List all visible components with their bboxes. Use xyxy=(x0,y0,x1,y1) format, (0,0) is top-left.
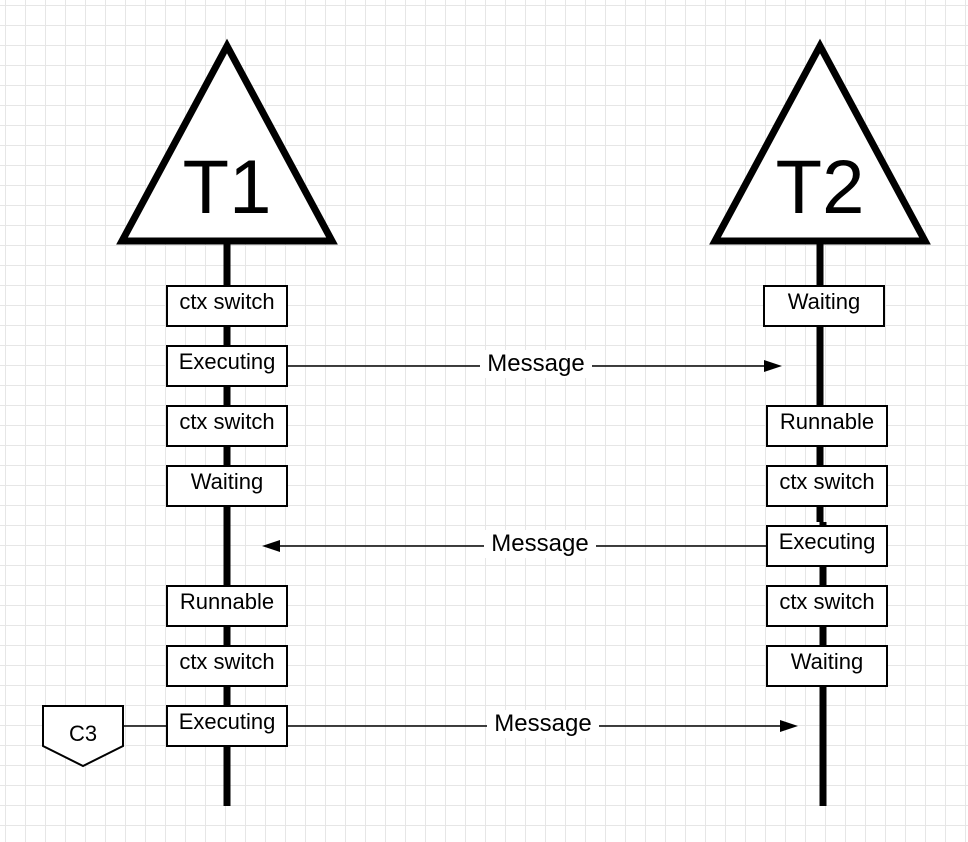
state-box xyxy=(166,345,288,387)
t1-state-3[interactable]: ctx switch xyxy=(166,405,288,447)
t1-state-6[interactable]: ctx switch xyxy=(166,645,288,687)
state-label: ctx switch xyxy=(179,649,274,674)
state-box xyxy=(166,705,288,747)
message-label-background xyxy=(484,530,596,558)
state-box xyxy=(166,645,288,687)
state-label: Executing xyxy=(179,349,276,374)
state-box xyxy=(166,405,288,447)
t2-state-6[interactable]: Waiting xyxy=(766,645,888,687)
t1-triangle-shape xyxy=(116,38,338,245)
t1-state-4[interactable]: Waiting xyxy=(166,465,288,507)
state-label: Executing xyxy=(179,709,276,734)
message-arrow-2[interactable]: Message xyxy=(262,530,767,558)
arrowhead-right-icon xyxy=(780,720,798,732)
t2-label: T2 xyxy=(776,145,865,230)
state-box xyxy=(166,285,288,327)
t2-triangle-shape xyxy=(709,38,931,245)
offpage-connector-shape xyxy=(42,705,124,768)
state-label: Runnable xyxy=(780,409,874,434)
message-label: Message xyxy=(494,710,591,737)
t1-state-7[interactable]: Executing xyxy=(166,705,288,747)
t1-thread-triangle[interactable]: T1 xyxy=(116,38,338,245)
state-label: Executing xyxy=(779,529,876,554)
arrowhead-left-icon xyxy=(262,540,280,552)
t2-state-5[interactable]: ctx switch xyxy=(766,585,888,627)
state-box xyxy=(766,525,888,567)
message-label-background xyxy=(480,350,592,378)
state-box xyxy=(763,285,885,327)
state-label: ctx switch xyxy=(179,289,274,314)
state-box xyxy=(766,585,888,627)
message-arrow-3[interactable]: Message xyxy=(287,710,798,738)
message-label: Message xyxy=(491,530,588,557)
connector-label: C3 xyxy=(69,721,97,746)
state-box xyxy=(766,645,888,687)
t1-state-5[interactable]: Runnable xyxy=(166,585,288,627)
message-label: Message xyxy=(487,350,584,377)
message-arrow-1[interactable]: Message xyxy=(287,350,782,378)
state-label: Waiting xyxy=(788,289,861,314)
state-label: Runnable xyxy=(180,589,274,614)
state-box xyxy=(166,585,288,627)
t1-state-1[interactable]: ctx switch xyxy=(166,285,288,327)
state-label: ctx switch xyxy=(179,409,274,434)
t2-thread-triangle[interactable]: T2 xyxy=(709,38,931,245)
t2-state-1[interactable]: Waiting xyxy=(763,285,885,327)
offpage-connector-c3[interactable]: C3 xyxy=(42,705,124,768)
state-label: Waiting xyxy=(191,469,264,494)
arrowhead-right-icon xyxy=(764,360,782,372)
state-label: ctx switch xyxy=(779,469,874,494)
t1-label: T1 xyxy=(183,145,272,230)
state-label: Waiting xyxy=(791,649,864,674)
t2-state-2[interactable]: Runnable xyxy=(766,405,888,447)
state-label: ctx switch xyxy=(779,589,874,614)
state-box xyxy=(766,405,888,447)
message-label-background xyxy=(487,710,599,738)
t2-state-3[interactable]: ctx switch xyxy=(766,465,888,507)
state-box xyxy=(166,465,288,507)
t1-state-2[interactable]: Executing xyxy=(166,345,288,387)
state-box xyxy=(766,465,888,507)
t2-state-4[interactable]: Executing xyxy=(766,525,888,567)
